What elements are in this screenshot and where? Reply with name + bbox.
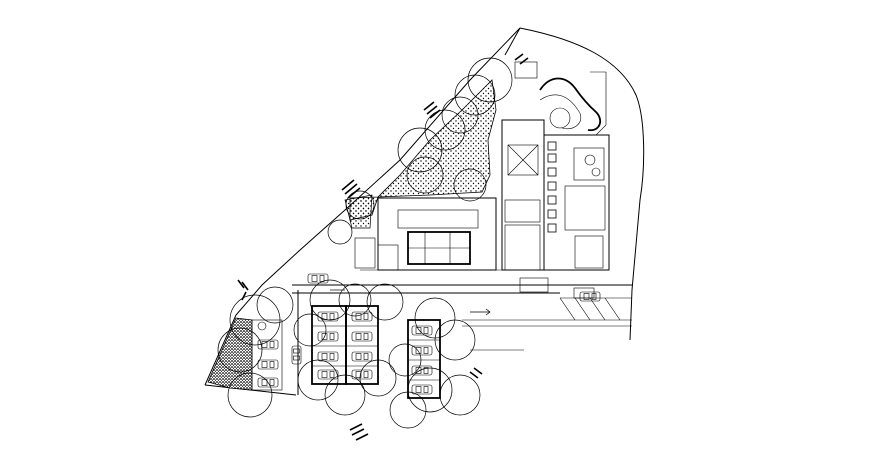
outdoor-furniture: [547, 141, 557, 233]
parking-block-b: [407, 319, 441, 399]
main-building: [354, 197, 497, 271]
parking-west: [251, 273, 601, 391]
parking-block-a: [311, 305, 379, 385]
landscape-hatch-upper: [344, 79, 497, 229]
east-building: [501, 119, 610, 271]
direction-arrows: [330, 289, 491, 316]
tree-cluster-icons: [237, 53, 529, 441]
tree-canopy-icons: [217, 57, 513, 429]
pool-feature: [514, 61, 607, 136]
driveway: [292, 269, 632, 395]
